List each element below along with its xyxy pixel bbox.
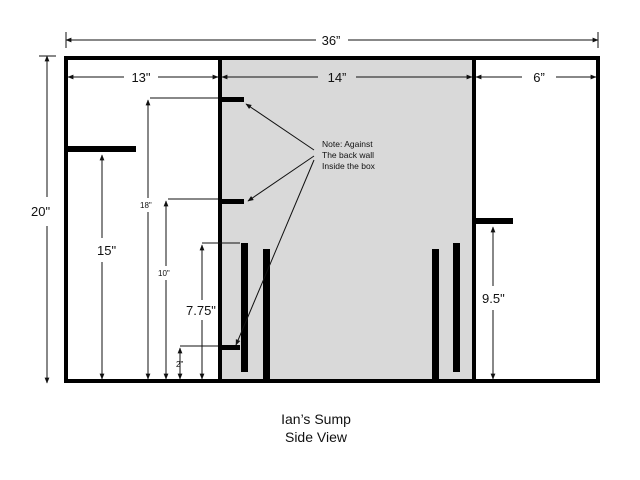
right-shelf-label: 9.5" [482, 291, 505, 306]
caption-title: Ian’s Sump [281, 411, 351, 427]
left-chamber-label: 13" [131, 70, 150, 85]
note-line-3: Inside the box [322, 161, 376, 171]
total-width-label: 36” [322, 33, 341, 48]
baffle-775-label: 7.75" [186, 303, 216, 318]
sump-outline [64, 56, 600, 383]
middle-chamber [220, 58, 474, 381]
note-arrow-low [235, 159, 315, 346]
ledge-top [220, 97, 244, 102]
middle-chamber-label: 14” [328, 70, 347, 85]
ledge-mid [220, 199, 244, 204]
left-shelf-label: 15" [97, 243, 116, 258]
right-chamber-label: 6” [533, 70, 545, 85]
note-arrow-mid [247, 155, 315, 202]
height-label: 20" [31, 204, 50, 219]
baffle-right-2 [453, 243, 460, 372]
baffle-left-2 [263, 249, 270, 381]
baffle-left-1 [241, 243, 248, 372]
baffle-18-label: 18" [140, 201, 152, 210]
baffle-10-label: 10" [158, 269, 170, 278]
caption-subtitle: Side View [285, 429, 348, 445]
note-line-1: Note: Against [322, 139, 373, 149]
right-shelf [474, 218, 513, 224]
left-shelf [66, 146, 136, 152]
note-arrow-top [245, 103, 315, 151]
ledge-low [220, 345, 240, 350]
note-line-2: The back wall [322, 150, 374, 160]
baffle-right-1 [432, 249, 439, 381]
baffle-2-label: 2" [176, 360, 183, 369]
